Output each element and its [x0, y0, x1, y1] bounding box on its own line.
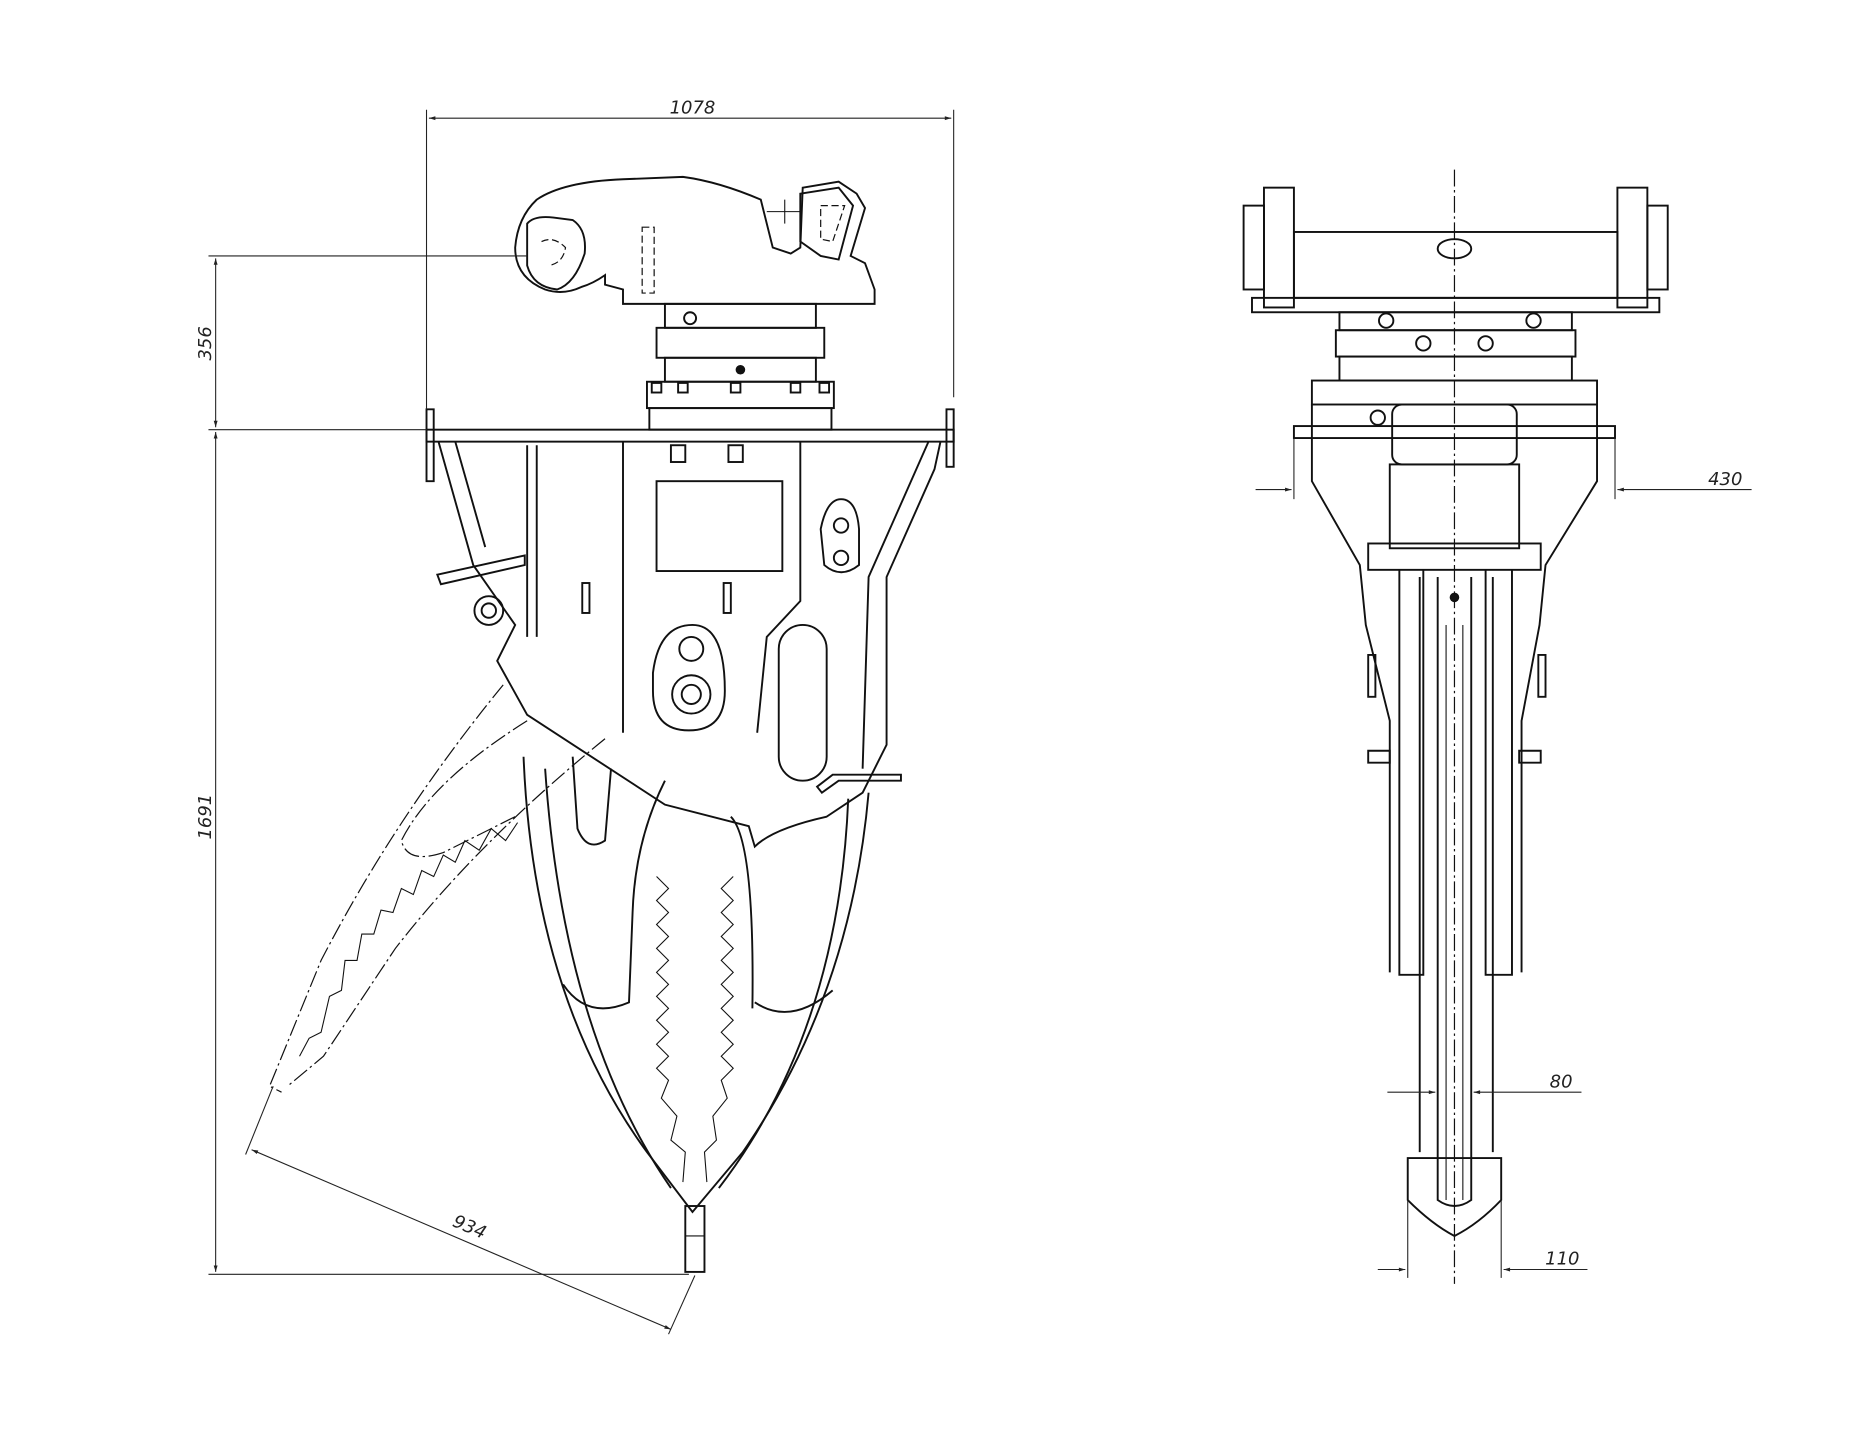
- dim-body-height: 1691: [195, 794, 216, 840]
- side-view: [1242, 169, 1669, 1284]
- dim-top-height: 356: [195, 326, 216, 360]
- dim-blade-thickness: 80: [1550, 1071, 1573, 1092]
- front-view: [268, 175, 955, 1273]
- dim-jaw-opening: 934: [450, 1211, 490, 1244]
- dim-tip-width: 110: [1545, 1249, 1579, 1270]
- dim-side-width: 430: [1708, 469, 1742, 490]
- dimension-lines: [208, 109, 1752, 1335]
- dim-overall-width: 1078: [670, 97, 716, 118]
